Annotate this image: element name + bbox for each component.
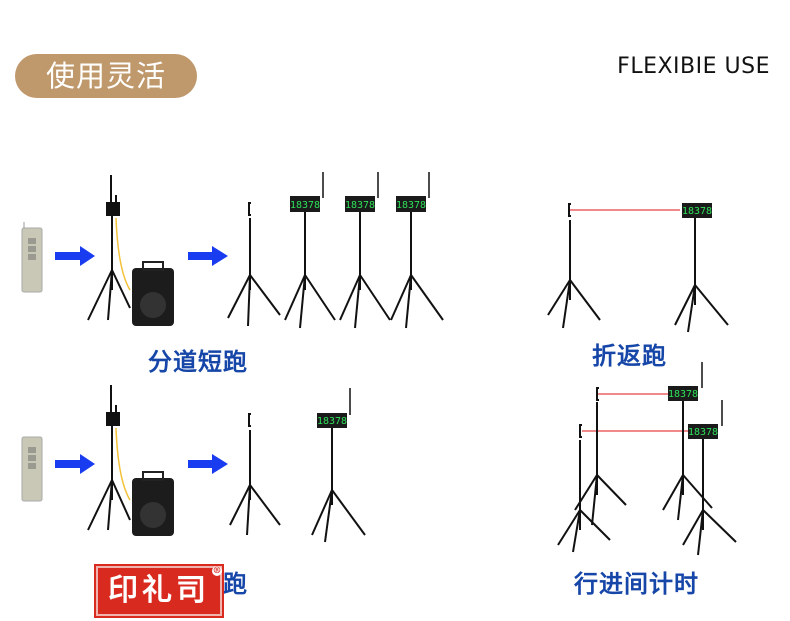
svg-text:18378: 18378 (668, 389, 698, 400)
remote-control-icon (21, 436, 43, 502)
scene-label: 行进间计时 (574, 570, 699, 598)
timer-display-tripod: 18378 (284, 172, 336, 329)
timer-display-tripod: 18378 (311, 388, 366, 543)
scene-lane-distance: 18378 (21, 385, 366, 543)
arrow-icon (188, 246, 228, 266)
arrow-icon (55, 454, 95, 474)
feature-subtitle: FLEXIBIE USE (617, 54, 770, 79)
arrow-icon (188, 454, 228, 474)
sensor-tripod (227, 202, 281, 327)
timer-display-tripod: 18378 (674, 203, 729, 333)
timer-display-tripod: 18378 (662, 362, 713, 521)
watermark-text: 印礼司 (108, 573, 210, 608)
sensor-tripod (229, 413, 281, 536)
remote-control-icon (21, 222, 43, 293)
svg-text:18378: 18378 (317, 416, 347, 427)
registered-mark-icon: ® (212, 566, 222, 576)
svg-text:18378: 18378 (290, 200, 320, 211)
speaker-icon (132, 471, 174, 536)
arrow-icon (55, 246, 95, 266)
scene-running-timing: 18378 18378 (557, 362, 737, 556)
watermark-stamp: 印礼司 ® (96, 566, 222, 616)
svg-text:18378: 18378 (682, 206, 712, 217)
svg-text:18378: 18378 (688, 427, 718, 438)
transmitter-tripod (87, 385, 131, 531)
timer-display-tripod: 18378 (390, 172, 444, 329)
timer-display-tripod: 18378 (339, 172, 391, 329)
svg-text:18378: 18378 (396, 200, 426, 211)
scene-lane-sprint: 18378 18378 18378 (21, 172, 444, 329)
svg-text:18378: 18378 (345, 200, 375, 211)
feature-badge: 使用灵活 (15, 54, 197, 98)
sensor-tripod (547, 203, 601, 329)
sensor-tripod (574, 387, 627, 526)
sensor-tripod (557, 424, 611, 553)
timer-display-tripod: 18378 (682, 400, 737, 556)
speaker-icon (132, 261, 174, 326)
transmitter-tripod (87, 175, 131, 321)
scene-shuttle-run: 18378 (547, 203, 729, 333)
scene-label: 分道短跑 (148, 348, 248, 376)
scene-label: 折返跑 (592, 342, 667, 370)
